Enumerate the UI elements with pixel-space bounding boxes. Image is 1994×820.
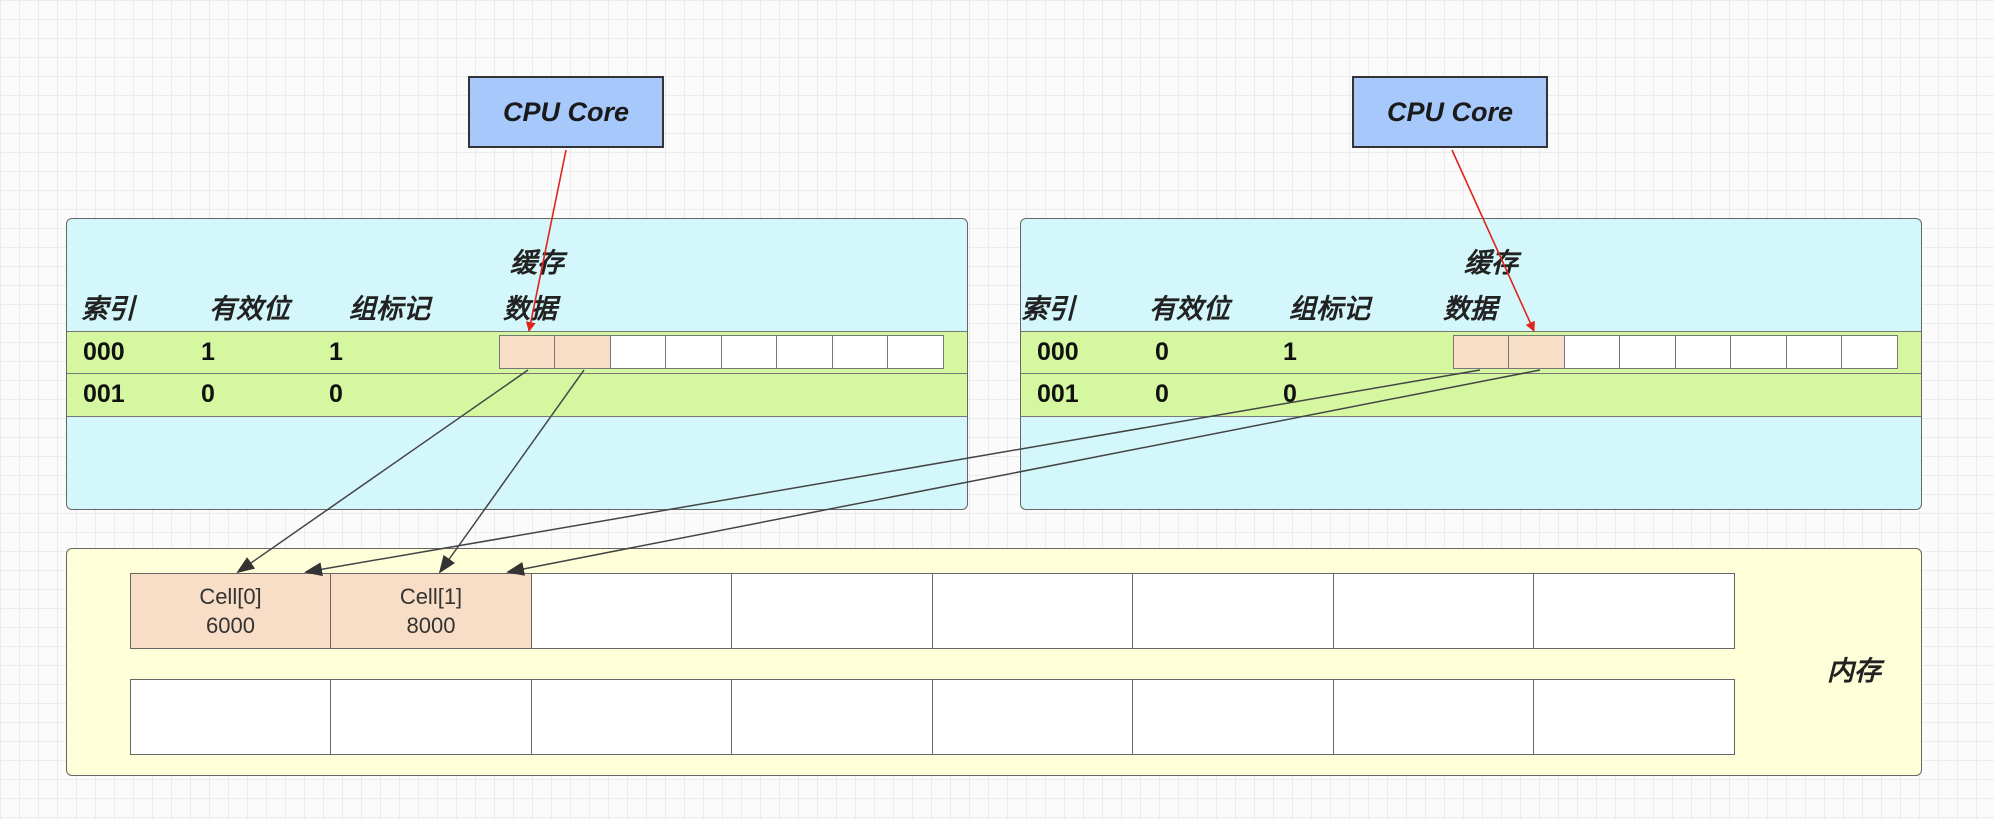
cache-row-001: 001 0 0: [1021, 373, 1921, 417]
row-index: 000: [1037, 338, 1079, 366]
data-slot: [1452, 335, 1510, 369]
right-slot1-to-cell1-arrow: [506, 369, 1541, 576]
data-slot: [1563, 335, 1621, 369]
data-slot: [831, 335, 889, 369]
memory-cell: [1533, 679, 1735, 755]
data-slot: [1508, 335, 1565, 369]
header-index: 索引: [81, 294, 135, 324]
cache-title: 缓存: [1464, 248, 1518, 278]
memory-cell: [931, 679, 1134, 755]
data-slots: [498, 335, 944, 369]
data-slot: [1674, 335, 1732, 369]
cpu-right-to-cache-arrow: [1451, 149, 1535, 332]
row-index: 001: [83, 380, 125, 408]
row-index: 001: [1037, 380, 1079, 408]
cache-right: 缓存 索引 有效位 组标记 数据 000 0 1 001 0 0: [1020, 218, 1922, 510]
memory-cell: [330, 679, 532, 755]
row-valid: 0: [201, 380, 215, 408]
cell-value: 6000: [206, 613, 255, 638]
cell-name: Cell[0]: [199, 584, 262, 609]
header-valid: 有效位: [209, 294, 290, 324]
header-index: 索引: [1021, 294, 1075, 324]
cache-row-000: 000 1 1: [67, 331, 967, 375]
cell-name: Cell[1]: [399, 584, 463, 609]
header-valid: 有效位: [1149, 294, 1230, 324]
cpu-core-label: CPU Core: [502, 96, 630, 127]
right-slot0-to-cell0-arrow: [304, 369, 1481, 577]
row-valid: 1: [201, 338, 215, 366]
row-tag: 0: [1283, 380, 1297, 408]
data-slot: [1619, 335, 1676, 369]
header-data: 数据: [503, 294, 557, 324]
row-valid: 0: [1155, 338, 1169, 366]
data-slot: [1841, 335, 1898, 369]
cpu-left-to-cache-arrow: [525, 149, 567, 332]
cache-title: 缓存: [510, 248, 564, 278]
row-tag: 1: [1283, 338, 1297, 366]
memory-cell: [731, 679, 933, 755]
memory-cell: [1332, 573, 1535, 649]
memory-row-1: [129, 679, 1735, 755]
cache-row-000: 000 0 1: [1021, 331, 1921, 375]
memory-cell: [530, 573, 733, 649]
header-tag: 组标记: [349, 294, 430, 324]
memory-cell: [731, 573, 933, 649]
header-data: 数据: [1443, 294, 1497, 324]
header-tag: 组标记: [1289, 294, 1370, 324]
cell-value: 8000: [406, 613, 456, 638]
cpu-core-left: CPU Core: [468, 76, 664, 148]
memory-label: 内存: [1827, 656, 1881, 686]
cpu-core-right: CPU Core: [1352, 76, 1548, 148]
memory-row-0: Cell[0] 6000 Cell[1] 8000: [129, 573, 1735, 649]
memory-cell: [1332, 679, 1535, 755]
data-slots: [1452, 335, 1898, 369]
row-tag: 0: [329, 380, 343, 408]
cache-left: 缓存 索引 有效位 组标记 数据 000 1 1 001 0 0: [66, 218, 968, 510]
row-tag: 1: [329, 338, 343, 366]
memory-cell-0: Cell[0] 6000: [129, 573, 332, 649]
memory-cell: [1132, 573, 1334, 649]
left-slot1-to-cell1-arrow: [438, 369, 585, 574]
memory-block: Cell[0] 6000 Cell[1] 8000 内存: [66, 548, 1922, 776]
data-slot: [554, 335, 611, 369]
cache-row-001: 001 0 0: [67, 373, 967, 417]
data-slot: [887, 335, 944, 369]
memory-cell: [1533, 573, 1735, 649]
data-slot: [665, 335, 722, 369]
memory-cell-1: Cell[1] 8000: [330, 573, 532, 649]
memory-cell: [1132, 679, 1334, 755]
data-slot: [776, 335, 833, 369]
row-valid: 0: [1155, 380, 1169, 408]
cpu-core-label: CPU Core: [1386, 96, 1514, 127]
data-slot: [1785, 335, 1843, 369]
memory-cell: [931, 573, 1134, 649]
memory-cell: [129, 679, 332, 755]
left-slot0-to-cell0-arrow: [236, 369, 529, 574]
row-index: 000: [83, 338, 125, 366]
